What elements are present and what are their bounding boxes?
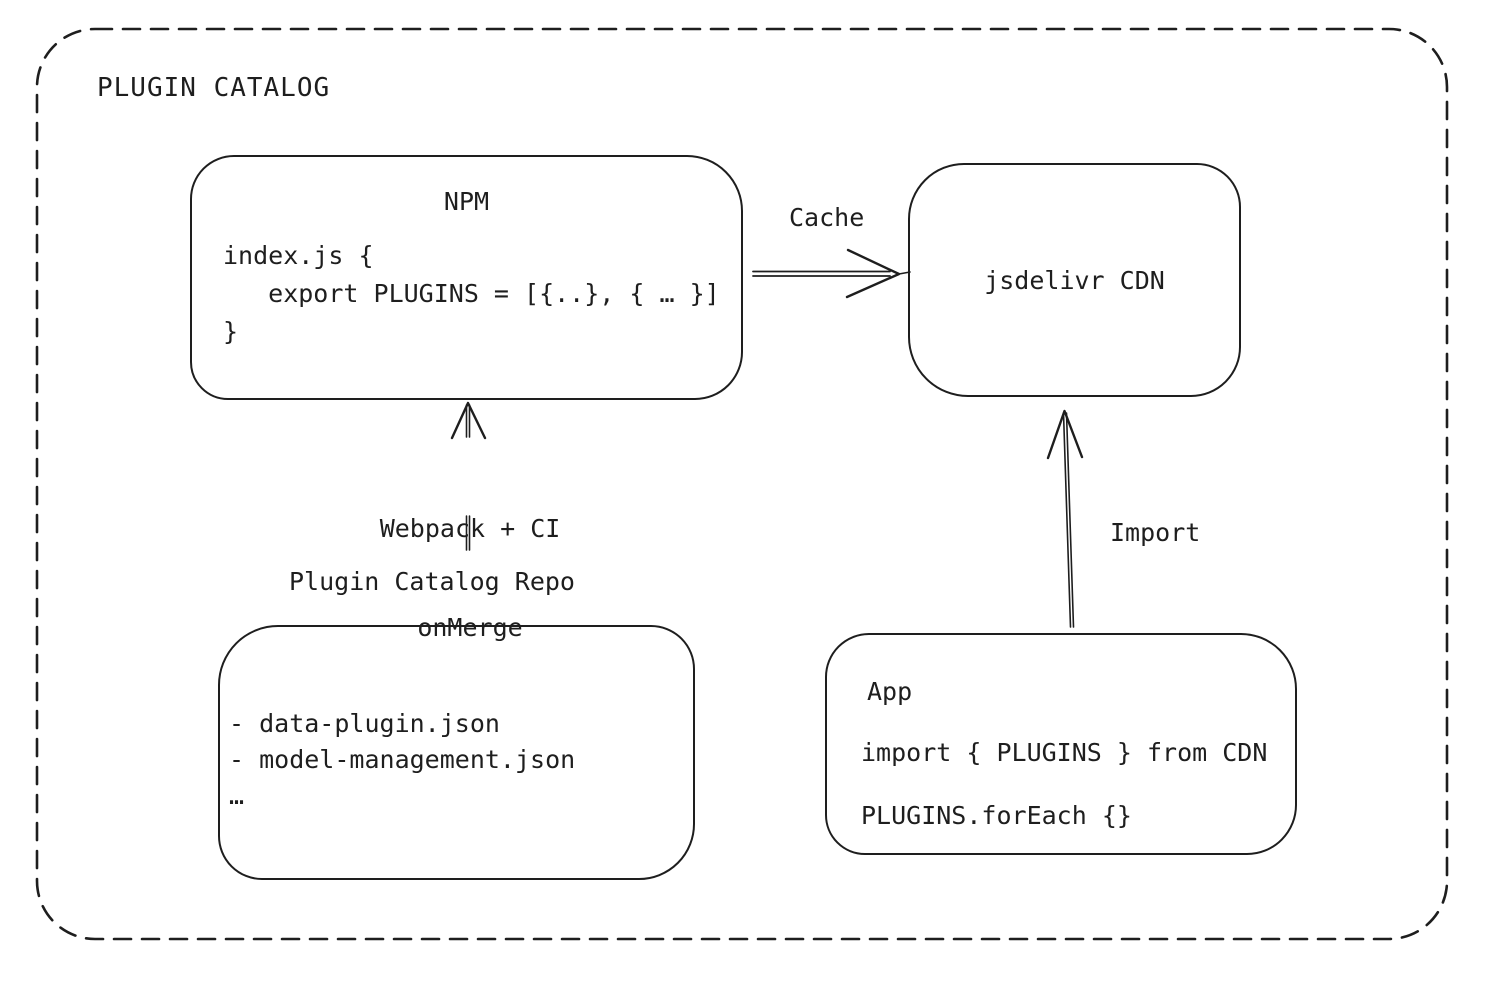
repo-node-label: Plugin Catalog Repo [289, 567, 575, 596]
cdn-label: jsdelivr CDN [984, 265, 1165, 295]
import-edge-label: Import [1110, 518, 1201, 547]
arrow-cache [752, 248, 911, 299]
cache-edge-label: Cache [789, 203, 865, 232]
app-code-line: PLUGINS.forEach {} [861, 801, 1132, 830]
repo-file-list: - data-plugin.json - model-management.js… [229, 709, 575, 817]
npm-code-line: } [223, 317, 239, 346]
build-edge-label: Webpack + CI onMerge [355, 446, 585, 710]
repo-file-item: - data-plugin.json [229, 709, 500, 738]
build-edge-label-line1: Webpack + CI [379, 514, 561, 543]
catalog-boundary [35, 27, 1449, 941]
arrow-import [1046, 409, 1084, 628]
npm-code-line: export PLUGINS = [{..}, { … }] [223, 279, 720, 308]
app-title: App [867, 677, 913, 706]
node-app: App import { PLUGINS } from CDN PLUGINS.… [825, 633, 1297, 855]
node-npm: NPM index.js { export PLUGINS = [{..}, {… [190, 155, 743, 400]
app-code-line: import { PLUGINS } from CDN [861, 738, 1268, 767]
npm-code-line: index.js { [223, 241, 374, 270]
npm-title: NPM [443, 187, 490, 216]
node-cdn: jsdelivr CDN [908, 163, 1241, 397]
repo-file-item: … [229, 781, 245, 810]
diagram-title: PLUGIN CATALOG [97, 73, 331, 103]
repo-file-item: - model-management.json [229, 745, 576, 774]
build-edge-label-line2: onMerge [417, 613, 523, 642]
node-repo: - data-plugin.json - model-management.js… [218, 625, 695, 880]
arrow-build [450, 401, 487, 551]
npm-code-block: index.js { export PLUGINS = [{..}, { … }… [223, 241, 720, 355]
